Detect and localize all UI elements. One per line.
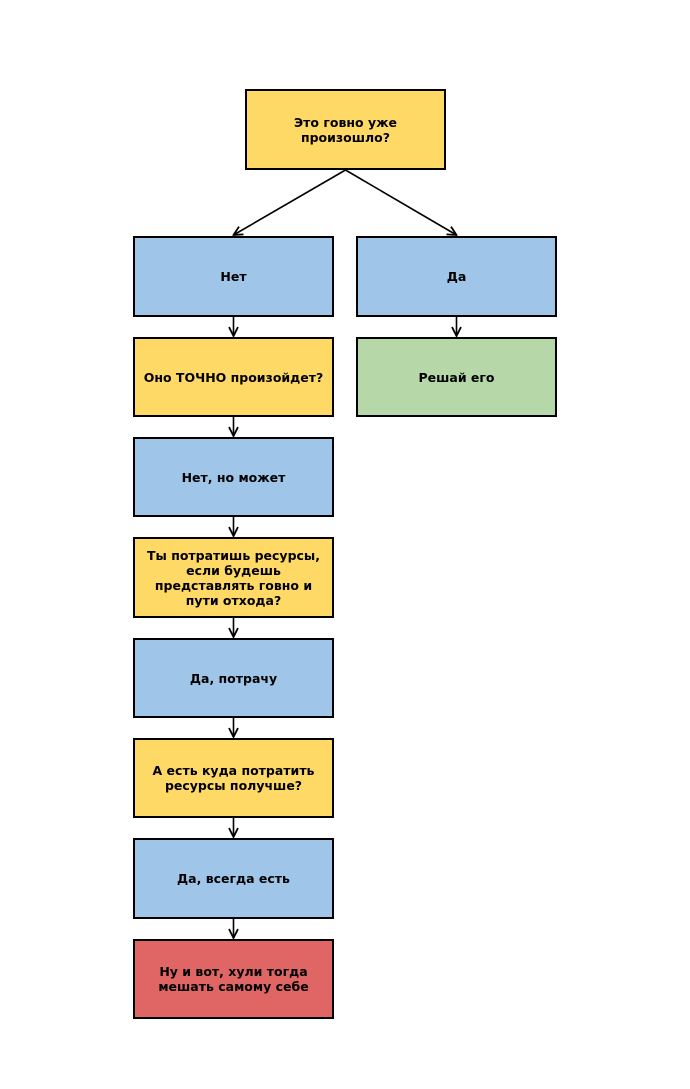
- question-resources-box: Ты потратишь ресурсы, если будешь предст…: [133, 537, 334, 618]
- conclusion-box: Ну и вот, хули тогда мешать самому себе: [133, 939, 334, 1019]
- arrow-root_question-to-answer_yes: [345, 169, 457, 235]
- answer-yes-box: Да: [356, 236, 557, 317]
- root-question-box: Это говно уже произошло?: [245, 89, 446, 170]
- arrow-root_question-to-answer_no: [234, 169, 346, 235]
- question-will-happen-box: Оно ТОЧНО произойдет?: [133, 337, 334, 417]
- answer-no-box: Нет: [133, 236, 334, 317]
- answer-maybe-box: Нет, но может: [133, 437, 334, 517]
- answer-always-box: Да, всегда есть: [133, 838, 334, 919]
- action-solve-box: Решай его: [356, 337, 557, 417]
- answer-will-spend-box: Да, потрачу: [133, 638, 334, 718]
- question-better-use-box: А есть куда потратить ресурсы получше?: [133, 738, 334, 818]
